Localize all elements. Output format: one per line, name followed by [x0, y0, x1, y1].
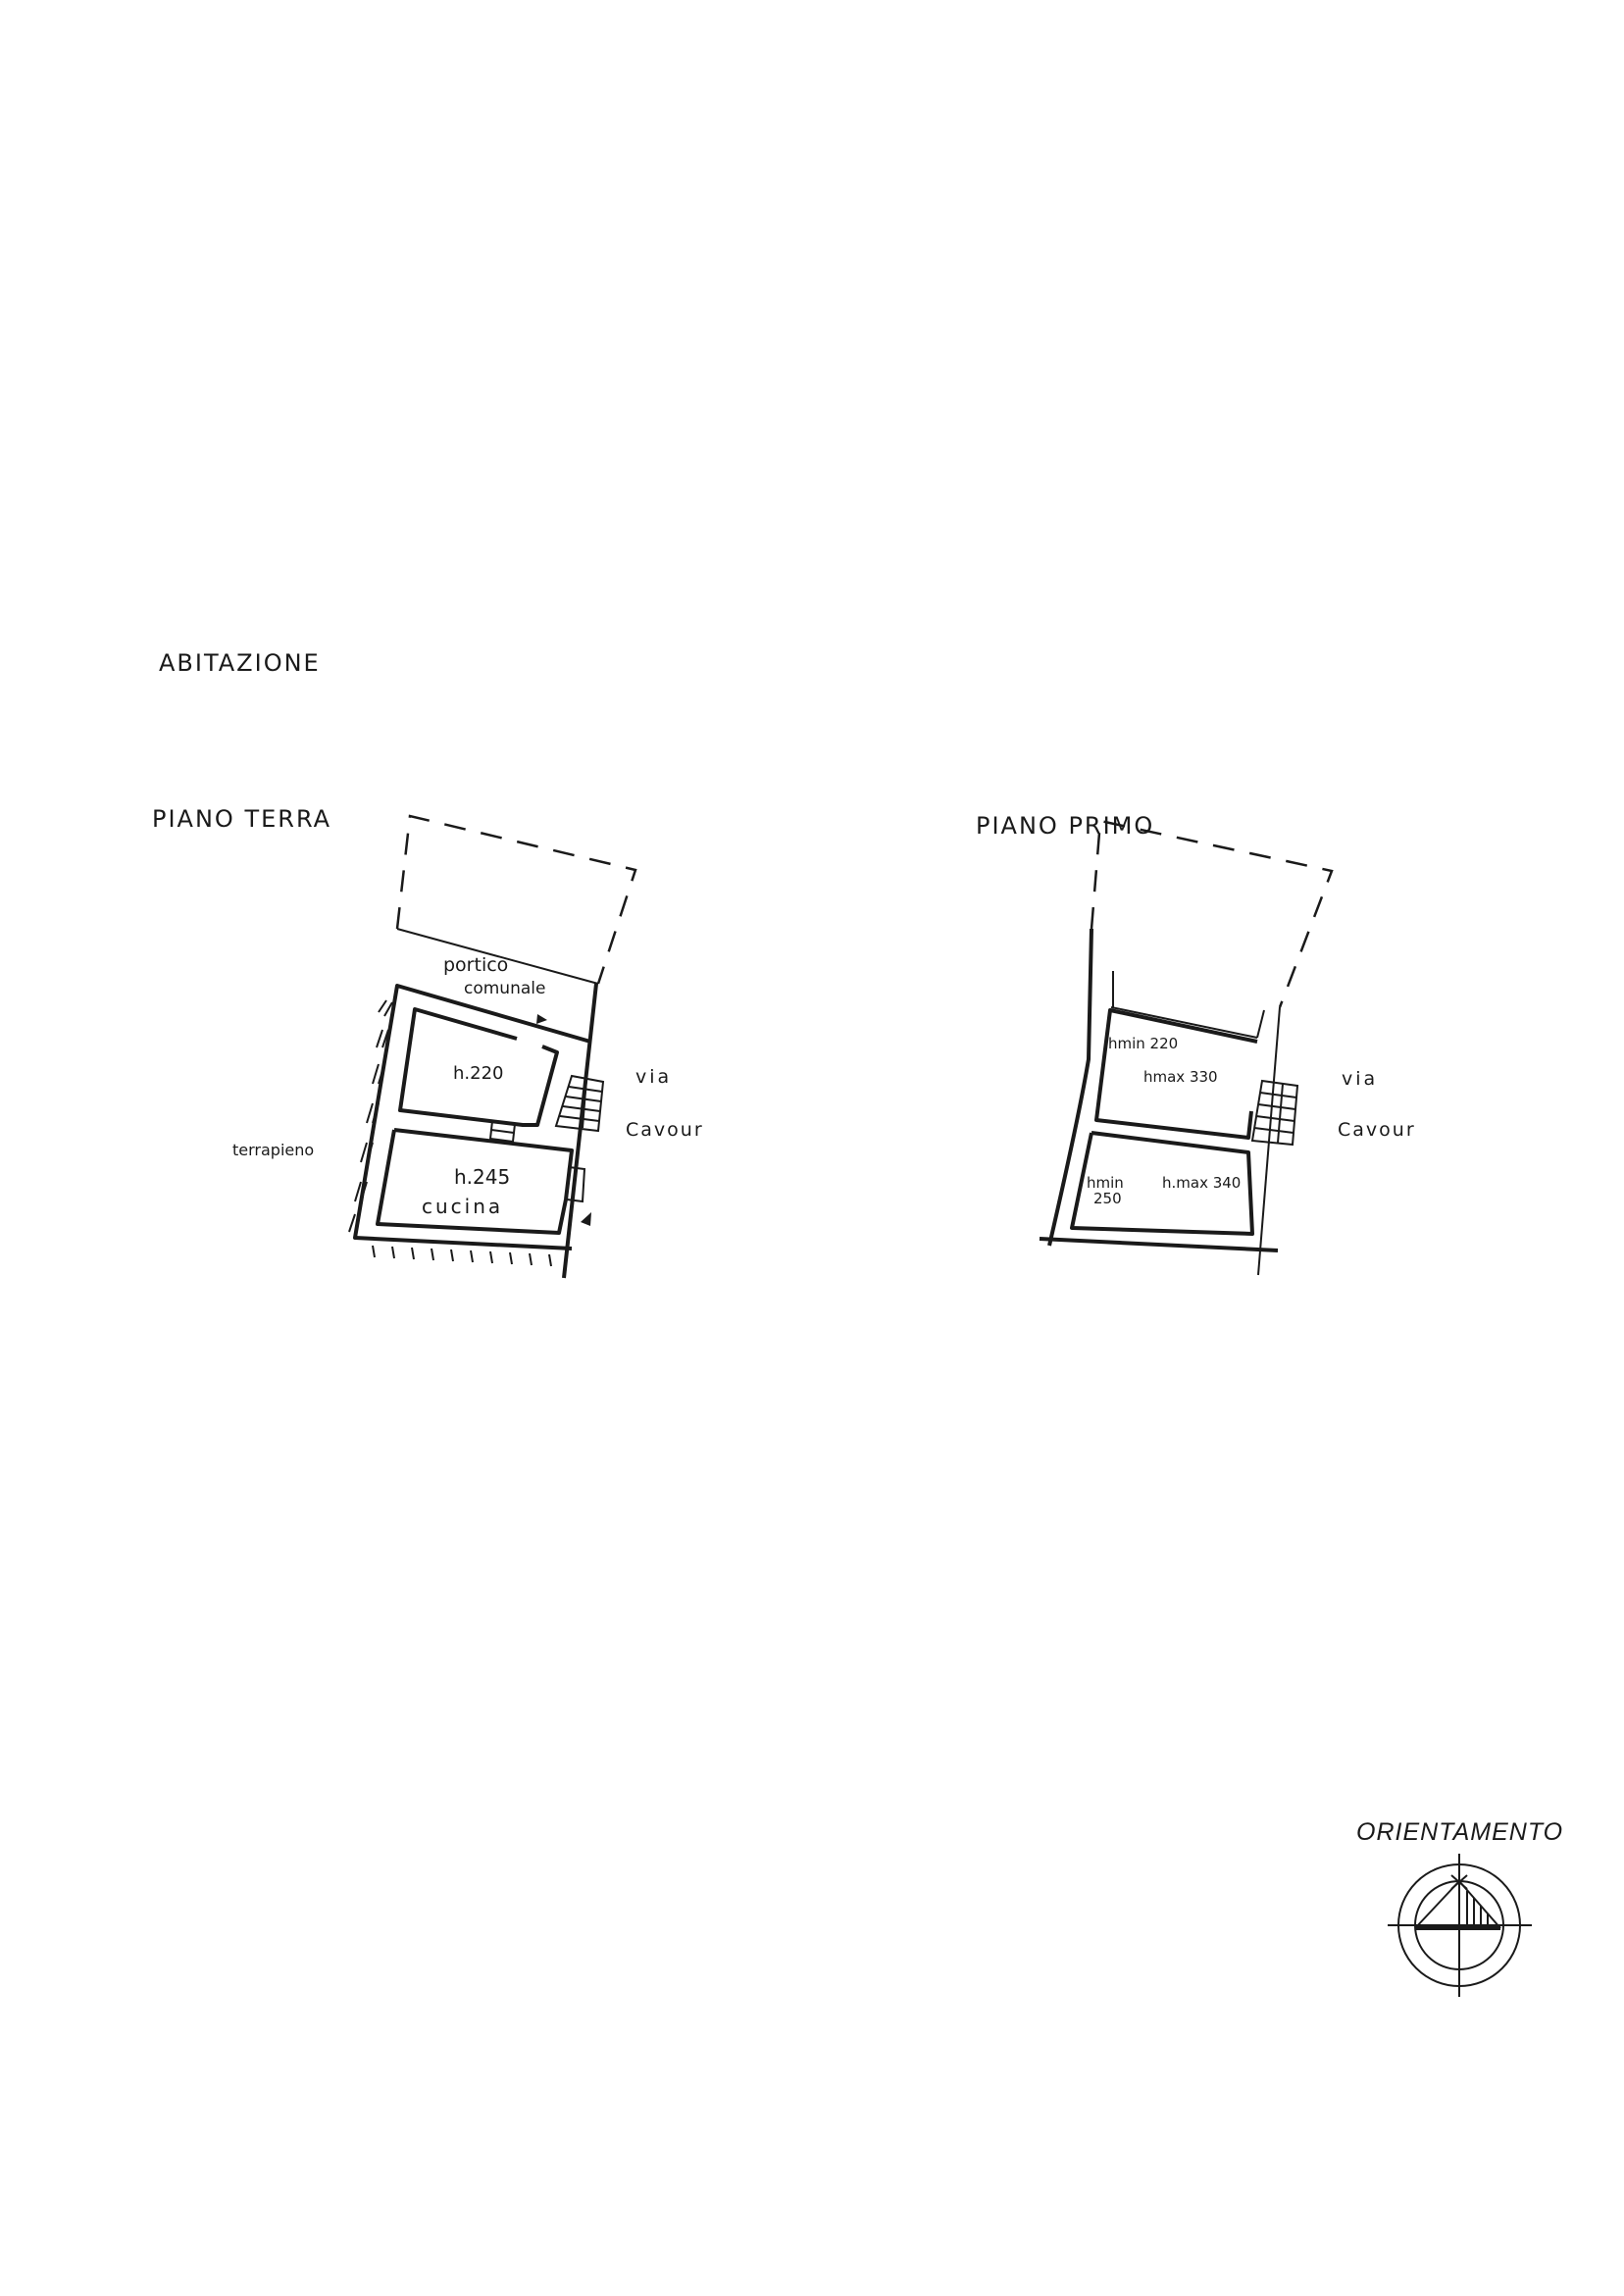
street-label-via: via: [635, 1066, 672, 1088]
room-2-walls: [1070, 1131, 1254, 1236]
room-2-hmin-value: 250: [1093, 1190, 1122, 1207]
balcony-line: [1110, 1006, 1258, 1039]
room-2-walls: [376, 1128, 574, 1235]
stair-treads: [488, 1078, 603, 1203]
street-wall: [1257, 1006, 1281, 1276]
embankment-hatching: [348, 999, 552, 1267]
portico-label: portico: [443, 954, 508, 976]
orientation-block: ORIENTAMENTO: [1356, 1818, 1563, 1997]
room-2-hmax: h.max 340: [1162, 1174, 1241, 1192]
stairs: [1250, 1079, 1299, 1147]
portico-dashed-outline: [395, 814, 637, 985]
outer-wall-bottom: [1039, 1237, 1279, 1252]
comunale-label: comunale: [464, 979, 545, 998]
first-floor-plan: PIANO PRIMO hmin 220 hmax 330 hmin 250 h…: [976, 812, 1416, 1276]
entrance-arrow-icon: [581, 1212, 591, 1226]
stairs: [554, 1074, 605, 1133]
room-2-hmin: hmin: [1087, 1174, 1124, 1192]
stair-treads: [1253, 1083, 1297, 1144]
entrance-arrow-icon: [536, 1014, 547, 1024]
street-label-via: via: [1342, 1068, 1378, 1090]
section-title: ABITAZIONE: [159, 649, 321, 677]
outer-wall: [1047, 928, 1093, 1247]
upper-dashed-outline: [1090, 819, 1334, 1008]
room-1-height: h.220: [453, 1063, 504, 1084]
room-1-walls: [1094, 1008, 1258, 1140]
room-1-walls: [398, 1007, 559, 1127]
room-1-hmax: hmax 330: [1143, 1068, 1218, 1086]
first-floor-title: PIANO PRIMO: [976, 812, 1154, 840]
street-label-cavour: Cavour: [626, 1119, 704, 1141]
orientation-label: ORIENTAMENTO: [1356, 1818, 1563, 1846]
ground-floor-title: PIANO TERRA: [152, 805, 331, 833]
balcony-line: [1256, 1009, 1265, 1039]
embankment-label: terrapieno: [232, 1141, 314, 1159]
compass-icon: [1388, 1854, 1532, 1997]
room-2-name: cucina: [422, 1195, 503, 1218]
portico-edge-line: [396, 928, 599, 985]
ground-floor-plan: PIANO TERRA: [152, 805, 704, 1279]
street-wall: [562, 983, 598, 1279]
street-label-cavour: Cavour: [1338, 1119, 1416, 1141]
room-2-height: h.245: [454, 1165, 510, 1189]
room-1-hmin: hmin 220: [1108, 1035, 1178, 1052]
